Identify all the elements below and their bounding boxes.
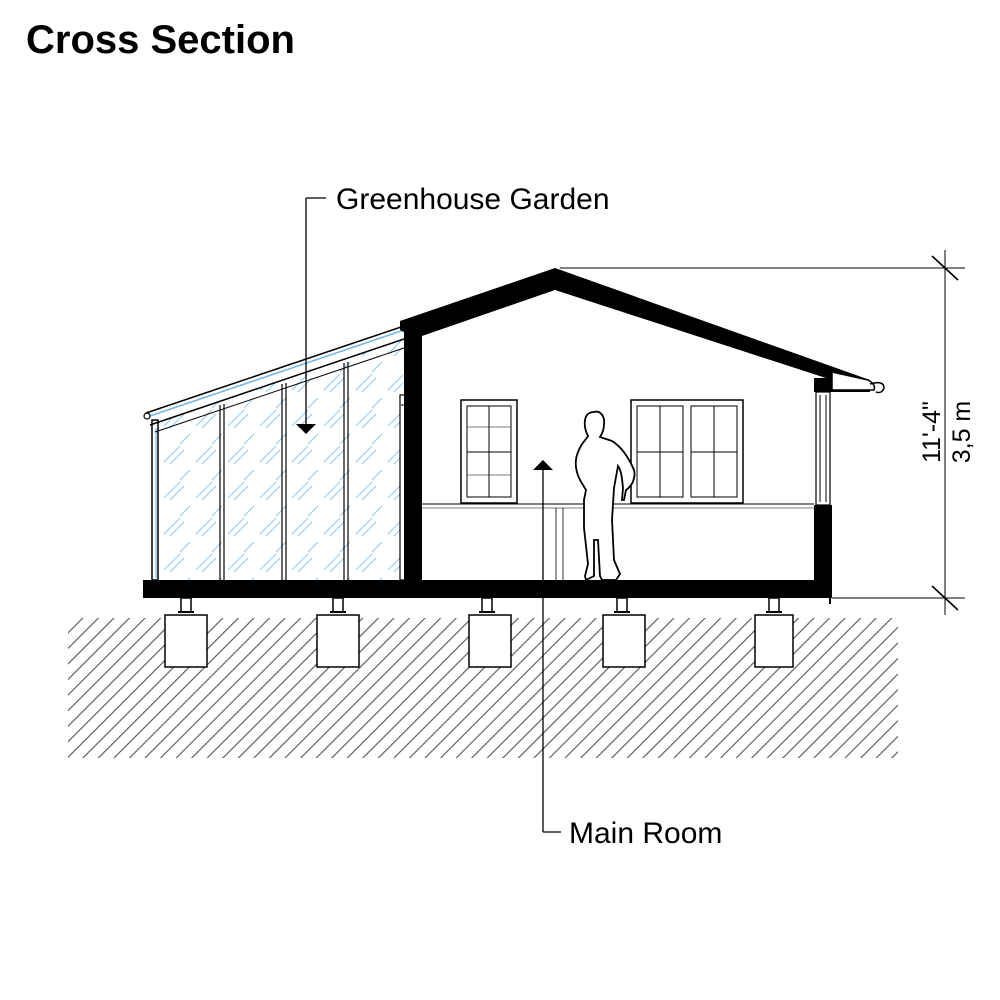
window bbox=[460, 399, 518, 504]
dimension-metric: 3,5 m bbox=[948, 401, 976, 464]
footing bbox=[468, 597, 512, 668]
footing bbox=[164, 597, 208, 668]
greenhouse-leader bbox=[296, 197, 326, 434]
greenhouse-glazing bbox=[155, 340, 403, 580]
greenhouse-garden-label: Greenhouse Garden bbox=[336, 183, 610, 216]
page-title: Cross Section bbox=[26, 18, 295, 62]
person-silhouette bbox=[574, 410, 636, 582]
main-room-leader bbox=[533, 460, 561, 833]
gable-roof bbox=[400, 268, 870, 580]
floor-slab bbox=[143, 580, 832, 598]
height-dimension bbox=[560, 250, 965, 615]
main-room-structure bbox=[400, 268, 885, 583]
dimension-imperial: 11'-4" bbox=[918, 401, 946, 463]
main-room-label: Main Room bbox=[569, 817, 722, 850]
window bbox=[630, 399, 744, 504]
foundation-footings bbox=[164, 597, 794, 668]
footing bbox=[602, 597, 646, 668]
footing bbox=[754, 597, 794, 668]
footing bbox=[316, 597, 360, 668]
greenhouse bbox=[143, 325, 407, 581]
